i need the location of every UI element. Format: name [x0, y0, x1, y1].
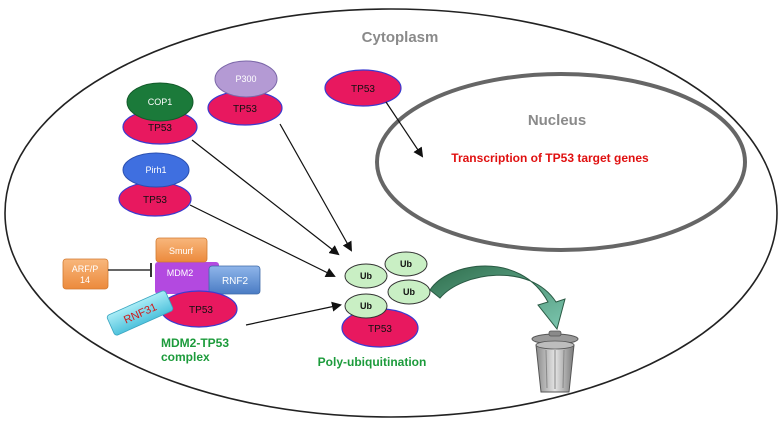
tp53-ubiquitinated-label: TP53: [368, 324, 392, 335]
ub-4-label: Ub: [360, 301, 372, 311]
arf-p14-label-line2: 14: [80, 275, 90, 285]
arrow-mdm2-to-ub: [245, 301, 342, 326]
nucleus-boundary: [375, 72, 747, 252]
ub-3-label: Ub: [403, 287, 415, 297]
ub-1-label: Ub: [360, 271, 372, 281]
mdm2-label: MDM2: [167, 268, 194, 278]
tp53-pirh1-label: TP53: [143, 195, 167, 206]
tp53-cop1-label: TP53: [148, 123, 172, 134]
arf-p14: [62, 258, 109, 290]
cop1: [126, 82, 194, 122]
ub-2: [384, 251, 428, 277]
mdm2-caption-line2: complex: [161, 350, 210, 364]
ub-1: [344, 263, 388, 289]
arrow-p300-to-ub: [279, 123, 352, 252]
arrow-tp53-to-nucleus: [385, 101, 424, 158]
arf-p14-label-line1: ARF/P: [72, 264, 99, 274]
free-tp53: [324, 69, 402, 107]
mdm2: [155, 262, 219, 294]
mdm2-caption-line1: MDM2-TP53: [161, 336, 229, 350]
ub-3: [387, 279, 431, 305]
poly-ubiquitination-caption: Poly-ubiquitination: [318, 355, 427, 369]
smurf: [155, 237, 208, 263]
p300: [214, 60, 278, 98]
arrow-cop1-to-ub: [191, 139, 340, 256]
nucleus-transcription-text: Transcription of TP53 target genes: [451, 151, 649, 165]
ub-2-label: Ub: [400, 259, 412, 269]
tp53-p300-label: TP53: [233, 104, 257, 115]
p300-label: P300: [235, 74, 256, 84]
tp53-mdm2-label: TP53: [189, 305, 213, 316]
nucleus-label: Nucleus: [528, 112, 586, 129]
pirh1-label: Pirh1: [145, 165, 166, 175]
rnf2-label: RNF2: [222, 276, 249, 287]
free-tp53-label: TP53: [351, 84, 375, 95]
smurf-label: Smurf: [169, 246, 194, 256]
pirh1: [122, 152, 190, 188]
ub-4: [344, 293, 388, 319]
trash-can-icon: [531, 330, 579, 393]
cop1-label: COP1: [148, 97, 173, 107]
cytoplasm-label: Cytoplasm: [362, 29, 439, 46]
arrow-pirh1-to-ub: [189, 204, 336, 277]
rnf2: [208, 265, 261, 295]
degradation-arrow: [429, 265, 566, 331]
